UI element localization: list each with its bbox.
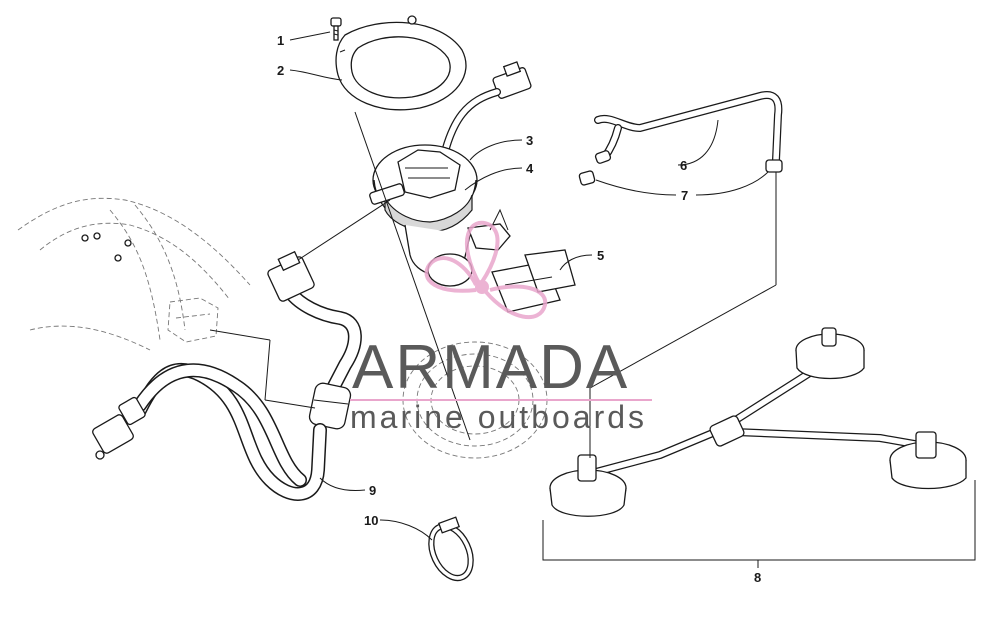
vent-tube-part	[594, 91, 783, 164]
clamp-parts	[578, 150, 783, 186]
callout-9: 9	[369, 483, 376, 498]
armada-watermark: ARMADA marine outboards	[350, 220, 652, 435]
leader-lines	[209, 31, 976, 568]
callout-5: 5	[597, 248, 604, 263]
pickup-assembly-part	[549, 327, 967, 517]
callout-3: 3	[526, 133, 533, 148]
hose-clamp-part	[428, 516, 474, 582]
callout-6: 6	[680, 158, 687, 173]
callout-1: 1	[277, 33, 284, 48]
watermark-subtitle: marine outboards	[350, 399, 647, 435]
screw-part	[330, 17, 342, 41]
propeller-logo-icon	[424, 220, 548, 320]
fuel-hose-part	[92, 250, 362, 501]
callout-4: 4	[526, 161, 534, 176]
callout-7: 7	[681, 188, 688, 203]
filter-part	[491, 249, 576, 313]
gasket-part	[335, 15, 467, 111]
fuel-pump-module	[369, 144, 511, 287]
callout-10: 10	[364, 513, 378, 528]
callout-8: 8	[754, 570, 761, 585]
watermark-title: ARMADA	[352, 333, 629, 402]
callout-2: 2	[277, 63, 284, 78]
chassis-outline	[17, 197, 251, 351]
